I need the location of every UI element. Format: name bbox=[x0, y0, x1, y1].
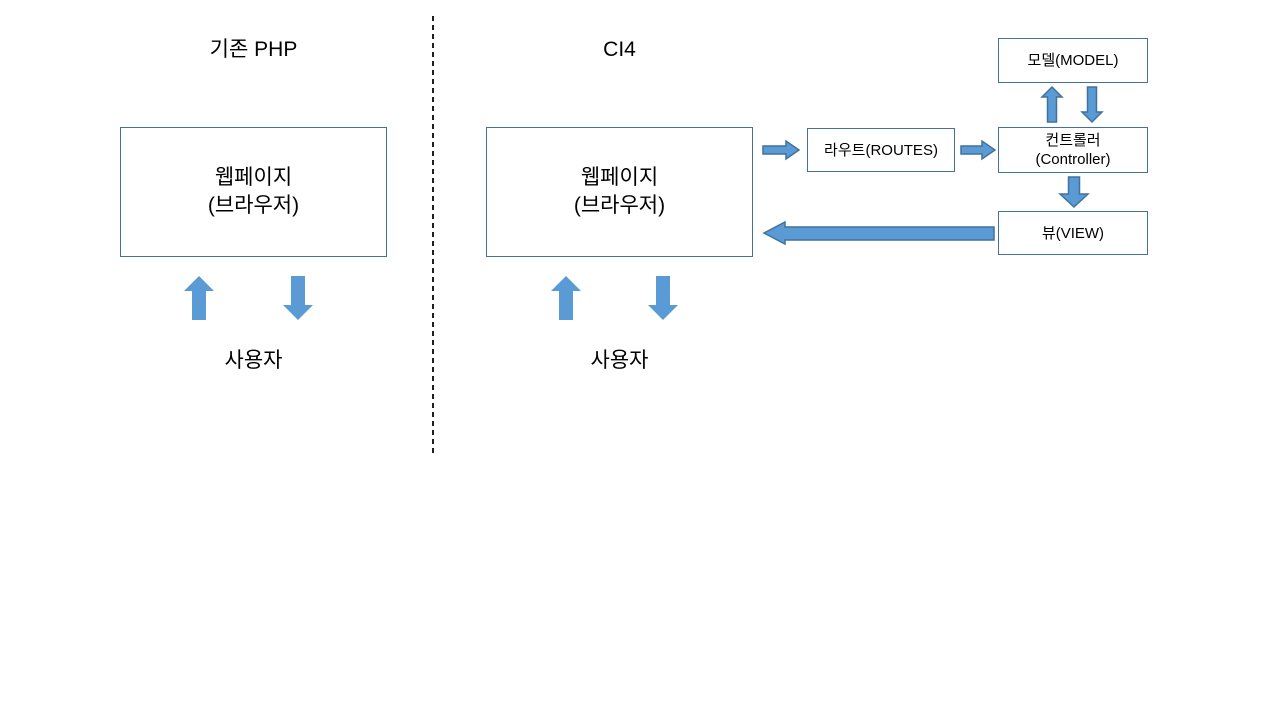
right-user-label: 사용자 bbox=[590, 349, 649, 372]
routes-box-label: 라우트(ROUTES) bbox=[824, 141, 938, 159]
arrow-routes-to-controller-icon bbox=[960, 139, 997, 161]
arrow-controller-to-model-up-icon bbox=[1040, 85, 1064, 123]
controller-box-line2: (Controller) bbox=[1035, 151, 1111, 168]
model-box: 모델(MODEL) bbox=[998, 38, 1148, 83]
controller-box: 컨트롤러 (Controller) bbox=[998, 127, 1148, 173]
left-webpage-box-line2: (브라우저) bbox=[207, 194, 300, 217]
left-webpage-box: 웹페이지 (브라우저) bbox=[120, 127, 387, 257]
left-webpage-box-line1: 웹페이지 bbox=[214, 166, 293, 189]
right-webpage-box-line1: 웹페이지 bbox=[580, 166, 659, 189]
panel-divider-dashed-line bbox=[432, 16, 434, 457]
view-box: 뷰(VIEW) bbox=[998, 211, 1148, 255]
right-webpage-box: 웹페이지 (브라우저) bbox=[486, 127, 753, 257]
arrow-webpage-to-routes-icon bbox=[762, 139, 801, 161]
routes-box: 라우트(ROUTES) bbox=[807, 128, 955, 172]
left-user-label: 사용자 bbox=[224, 349, 283, 372]
arrow-view-to-webpage-icon bbox=[762, 220, 995, 246]
arrow-controller-to-view-icon bbox=[1058, 176, 1090, 209]
left-user-down-arrow-icon bbox=[283, 276, 313, 320]
right-panel-title: CI4 bbox=[603, 38, 636, 61]
arrow-model-to-controller-down-icon bbox=[1080, 86, 1104, 124]
left-user-up-arrow-icon bbox=[184, 276, 214, 320]
view-box-label: 뷰(VIEW) bbox=[1041, 224, 1105, 242]
left-panel-title: 기존 PHP bbox=[209, 38, 298, 61]
right-user-up-arrow-icon bbox=[551, 276, 581, 320]
model-box-label: 모델(MODEL) bbox=[1027, 52, 1119, 69]
controller-box-line1: 컨트롤러 bbox=[1045, 132, 1101, 149]
right-user-down-arrow-icon bbox=[648, 276, 678, 320]
right-webpage-box-line2: (브라우저) bbox=[573, 194, 666, 217]
